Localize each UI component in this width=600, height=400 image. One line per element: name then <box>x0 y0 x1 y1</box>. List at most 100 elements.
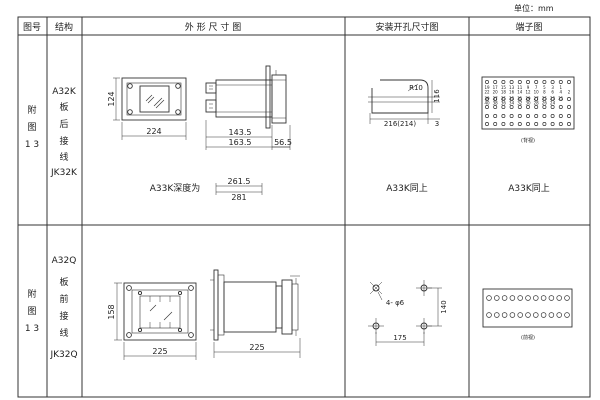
dim-depth-1: 261.5 <box>228 177 251 186</box>
terminal-number: 1 <box>560 85 563 90</box>
terminal-dot <box>526 122 530 126</box>
terminal-dot <box>534 80 539 84</box>
terminal-dot <box>517 122 522 126</box>
terminal-number: 31 <box>517 96 523 101</box>
terminal-dot <box>567 114 571 118</box>
terminal-dot <box>567 80 571 84</box>
terminal-number: 11 <box>517 85 523 90</box>
terminal-dot <box>494 312 500 318</box>
terminal-dot <box>509 295 516 301</box>
terminal-caption: (背视) <box>521 137 535 144</box>
terminal-dot <box>564 312 570 318</box>
fig-label: 图 <box>27 122 36 133</box>
fig-label: 1 3 <box>25 324 39 334</box>
dim-offset: 3 <box>435 120 439 128</box>
dim-side-width: 225 <box>249 343 264 352</box>
row-2: 附 图 1 3 A32Q 板 前 接 线 JK32Q <box>25 256 573 360</box>
terminal-number: 20 <box>493 90 499 95</box>
dim-hole-height: 140 <box>440 300 448 313</box>
terminal-number: 36 <box>501 101 507 106</box>
terminal-number: 10 <box>534 90 540 95</box>
terminal-number: 17 <box>493 85 499 90</box>
structure-label: 接 <box>59 135 68 147</box>
terminal-dot <box>556 295 562 301</box>
terminal-dot <box>534 97 539 101</box>
terminal-number: 40 <box>484 101 490 106</box>
structure-label: 接 <box>59 310 68 322</box>
terminal-dot <box>486 295 492 301</box>
terminal-dot <box>550 105 555 109</box>
terminal-number: 38 <box>493 101 499 106</box>
dim-side-back: 56.5 <box>274 138 292 147</box>
dim-front-height: 158 <box>107 304 116 319</box>
terminal-dot <box>509 312 516 318</box>
terminal-number: 28 <box>534 101 540 106</box>
terminal-dot <box>550 80 555 84</box>
mounting-hole-drawing <box>368 280 442 346</box>
terminal-dot <box>509 114 514 118</box>
terminal-dot <box>493 97 498 101</box>
side-view-drawing <box>205 65 291 150</box>
terminal-dot <box>485 105 489 109</box>
terminal-dot <box>548 295 555 301</box>
dim-radius: R10 <box>409 84 423 92</box>
terminal-dot <box>558 114 563 118</box>
dim-hole-width: 216(214) <box>384 120 416 128</box>
fig-label: 图 <box>27 306 36 317</box>
mounting-hole-drawing <box>368 79 440 124</box>
terminal-dot <box>556 312 562 318</box>
dim-front-height: 124 <box>107 91 116 106</box>
terminal-number: 23 <box>550 96 556 101</box>
terminal-dot <box>534 105 539 109</box>
header-outline: 外 形 尺 寸 图 <box>185 21 241 33</box>
terminal-number: 8 <box>543 90 546 95</box>
structure-label: 后 <box>59 119 68 130</box>
structure-label: A32K <box>52 87 77 97</box>
terminal-dot <box>493 80 498 84</box>
terminal-dot <box>540 295 547 301</box>
terminal-number: 33 <box>509 96 515 101</box>
terminal-dot <box>485 80 489 84</box>
dim-hole-height: 116 <box>433 89 441 103</box>
header-fig-no: 图号 <box>23 22 41 33</box>
terminal-number: 18 <box>501 90 507 95</box>
terminal-number: 7 <box>535 85 538 90</box>
terminal-number: 19 <box>484 85 490 90</box>
terminal-caption: (前视) <box>521 334 535 341</box>
dim-depth-2: 281 <box>231 193 246 202</box>
terminal-number: 3 <box>551 85 554 90</box>
dim-hole-width: 175 <box>393 334 406 342</box>
terminal-dot <box>533 312 539 318</box>
unit-label: 单位：mm <box>514 4 554 13</box>
terminal-dot <box>567 97 571 101</box>
terminal-number: 35 <box>501 96 507 101</box>
terminal-number: 14 <box>517 90 523 95</box>
terminal-dot <box>485 122 489 126</box>
terminal-dot <box>485 114 489 118</box>
terminal-dot <box>501 295 508 301</box>
depth-dim-lines <box>215 183 263 195</box>
terminal-dot <box>542 80 547 84</box>
terminal-dot <box>567 105 571 109</box>
terminal-dot <box>542 122 547 126</box>
terminal-dot <box>550 122 555 126</box>
terminal-number: 25 <box>542 96 548 101</box>
terminal-number: 5 <box>543 85 546 90</box>
terminal-number: 27 <box>534 96 540 101</box>
terminal-dot <box>550 97 555 101</box>
terminal-dot <box>558 97 563 101</box>
note-terminal-same: A33K同上 <box>508 183 550 194</box>
terminal-dot <box>494 295 500 301</box>
note-mount-same: A33K同上 <box>386 183 428 194</box>
structure-label: 前 <box>59 293 68 305</box>
terminal-dot <box>517 114 522 118</box>
terminal-dot <box>525 312 531 318</box>
terminal-number: 12 <box>525 90 531 95</box>
row-1: 附 图 1 3 A32K 板 后 接 线 JK32K <box>25 65 575 202</box>
terminal-dot <box>534 122 539 126</box>
terminal-dot <box>517 97 522 101</box>
terminal-number: 24 <box>550 101 556 106</box>
terminal-dot <box>517 80 522 84</box>
